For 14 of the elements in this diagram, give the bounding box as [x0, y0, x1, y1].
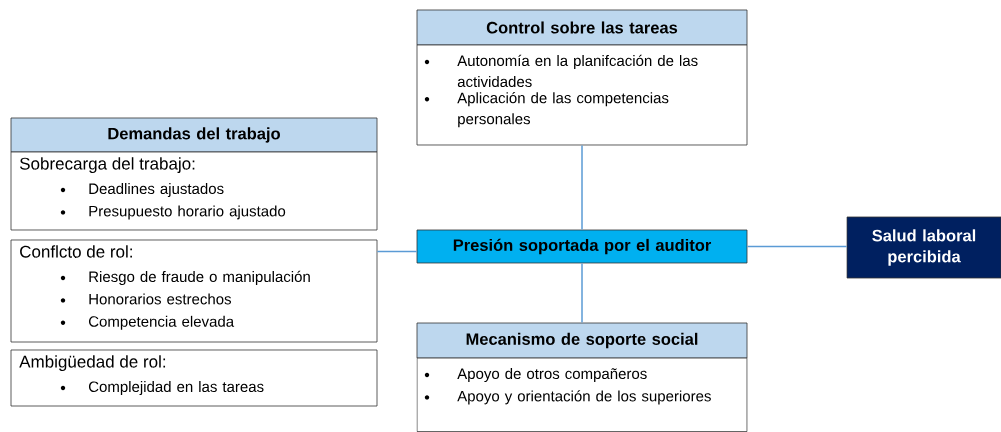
heading-box: Control sobre las tareas	[416, 9, 748, 46]
process-box: Presión soportada por el auditor	[416, 229, 748, 264]
text-box: Apoyo de otros compañeros Apoyo y orientación de los superiores	[416, 357, 748, 432]
text-box: Ambigüedad de rol: Complejidad en las tareas	[10, 349, 378, 407]
connector-line	[581, 262, 583, 324]
text-box: Sobrecarga del trabajo: Deadlines ajustados Presupuesto horario ajustado	[10, 151, 378, 231]
text-box: Conflcto de rol: Riesgo de fraude o manipulación Honorarios estrechos Competencia elevada	[10, 239, 378, 343]
connector-line	[376, 250, 418, 253]
heading-box: Demandas del trabajo	[10, 117, 378, 153]
connector-line	[581, 144, 583, 231]
text-box: Autonomía en la planifcación de las actividades Aplicación de las competencias personales	[416, 44, 748, 146]
outcome-box: Salud laboral percibida	[846, 216, 1001, 279]
heading-box: Mecanismo de soporte social	[416, 322, 748, 359]
connector-line	[746, 245, 848, 248]
